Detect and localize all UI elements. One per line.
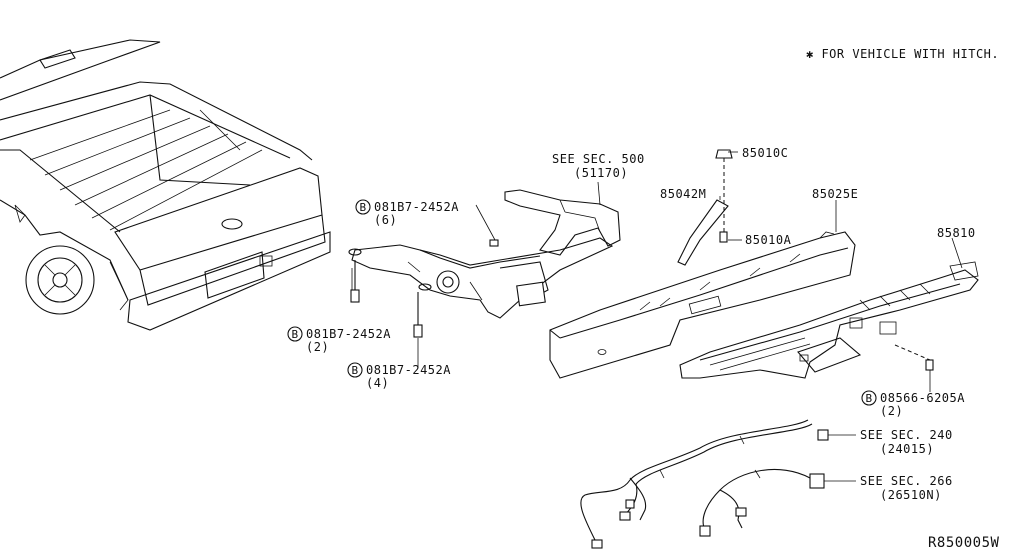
label-see-sec-266: SEE SEC. 266 (860, 474, 953, 488)
hitch-note: ✱ FOR VEHICLE WITH HITCH. (806, 47, 999, 61)
bracket-85042M (677, 149, 733, 266)
bolt-symbol-icon (347, 362, 363, 378)
hitch-assembly (348, 189, 621, 338)
rear-bumper (549, 231, 856, 379)
label-qty-top: (6) (374, 213, 397, 227)
label-bolt-bottom: 081B7-2452A (366, 363, 451, 377)
label-qty-right: (2) (880, 404, 903, 418)
label-85810: 85810 (937, 226, 976, 240)
truck-illustration (0, 39, 331, 331)
label-51170: (51170) (574, 166, 628, 180)
bolt-symbol-letter: B (360, 201, 367, 214)
bolt-symbol-letter: B (866, 392, 873, 405)
wiring-harness-26510N (699, 468, 825, 537)
label-see-sec-500: SEE SEC. 500 (552, 152, 645, 166)
bolt-symbol-icon (861, 390, 877, 406)
label-85010A: 85010A (745, 233, 792, 247)
bolt-callout-top: B 081B7-2452A (6) (355, 199, 459, 227)
label-24015: (24015) (880, 442, 934, 456)
label-bolt-left: 081B7-2452A (306, 327, 391, 341)
bolt-callout-left: B 081B7-2452A (2) (287, 326, 391, 354)
label-qty-left: (2) (306, 340, 329, 354)
label-85042M: 85042M (660, 187, 706, 201)
bolt-callout-right: B 08566-6205A (2) (861, 390, 965, 418)
label-bolt-top: 081B7-2452A (374, 200, 459, 214)
label-85010C: 85010C (742, 146, 788, 160)
label-26510N: (26510N) (880, 488, 942, 502)
label-see-sec-240: SEE SEC. 240 (860, 428, 953, 442)
bolt-symbol-letter: B (352, 364, 359, 377)
bolt-symbol-icon (355, 199, 371, 215)
diagram-id: R850005W (928, 535, 1000, 551)
bolt-symbol-letter: B (292, 328, 299, 341)
step-bumper (679, 261, 979, 379)
leader-lines (351, 151, 963, 482)
bolt-symbol-icon (287, 326, 303, 342)
bolt-callout-bottom: B 081B7-2452A (4) (347, 362, 451, 390)
label-bolt-right: 08566-6205A (880, 391, 965, 405)
wiring-harness-24015 (580, 419, 829, 549)
label-85025E: 85025E (812, 187, 858, 201)
label-qty-bottom: (4) (366, 376, 389, 390)
